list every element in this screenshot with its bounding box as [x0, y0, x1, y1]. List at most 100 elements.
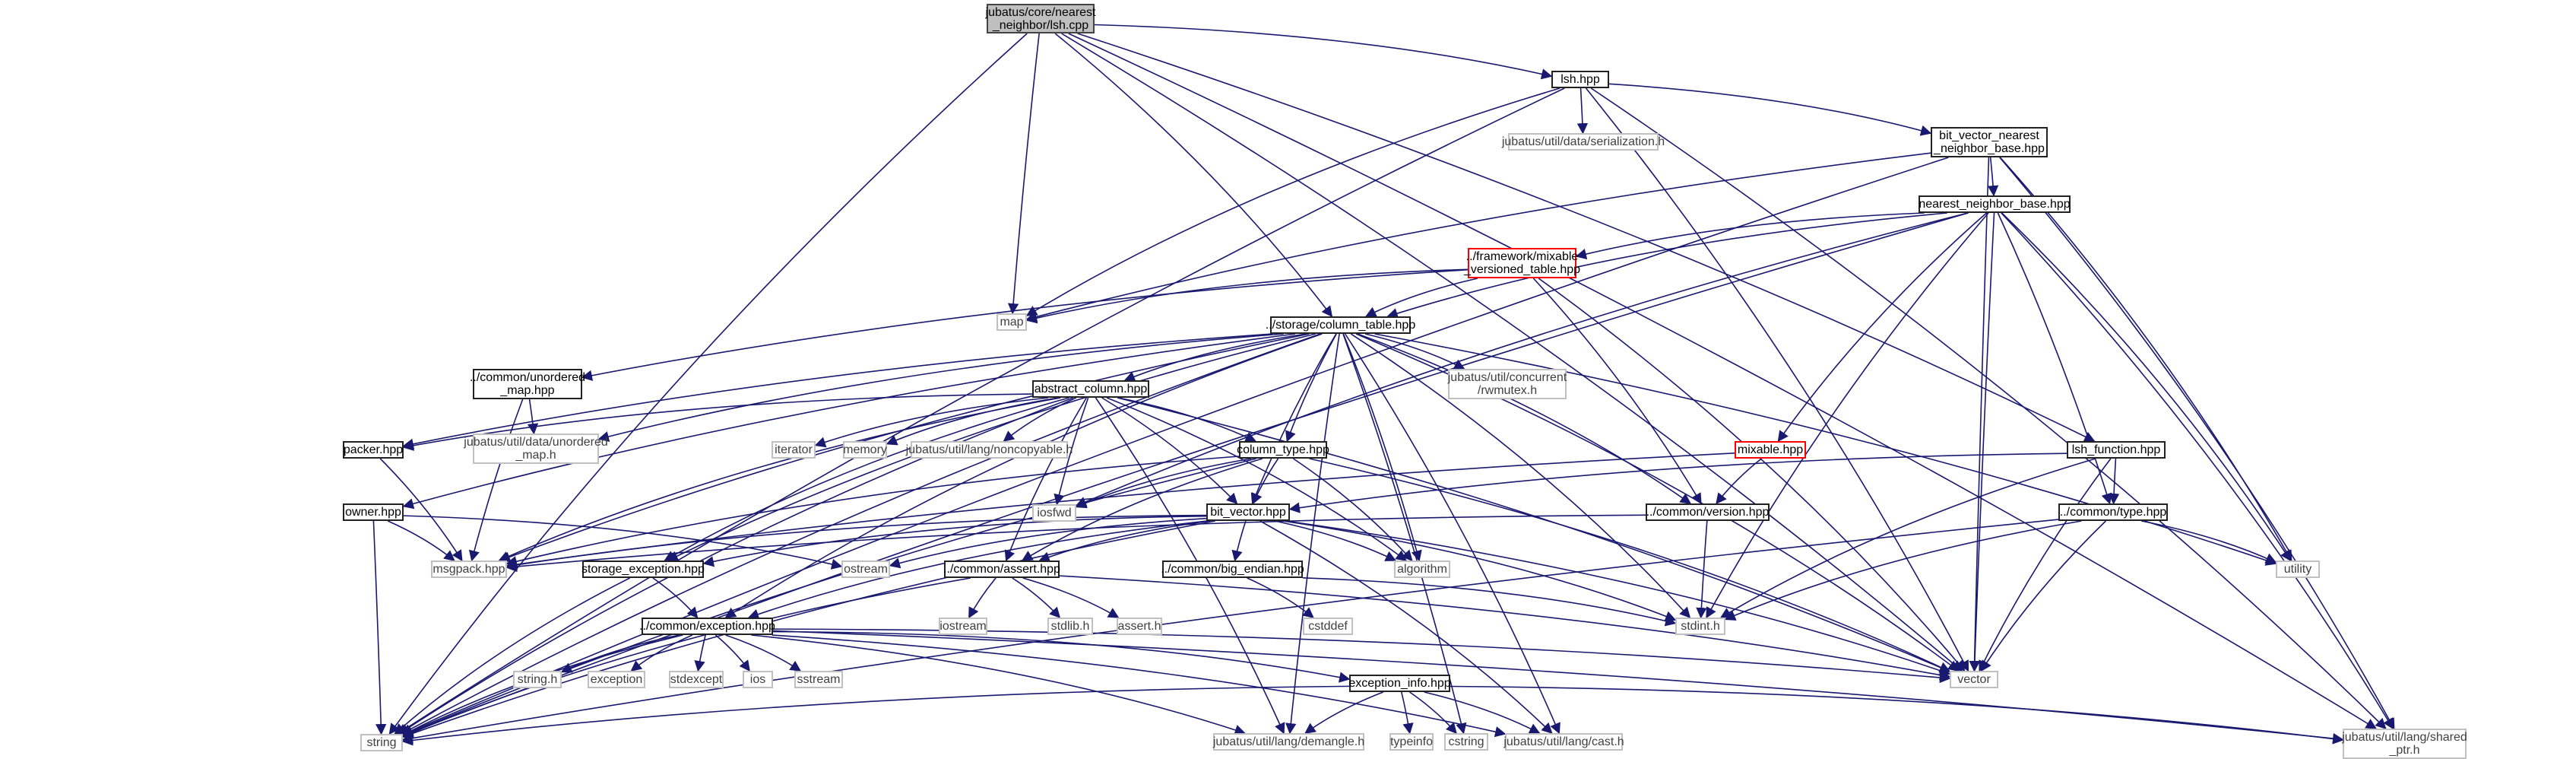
- node-storage-exc[interactable]: storage_exception.hpp: [581, 561, 705, 578]
- node-mixable-vt[interactable]: ../framework/mixable_versioned_table.hpp: [1464, 248, 1580, 278]
- edge-column-table-to-owner: [402, 333, 1296, 510]
- edge-exception-hpp-to-string-h: [560, 634, 680, 673]
- edge-owner-to-msgpack: [387, 520, 455, 561]
- edge-column-table-to-packer: [402, 333, 1273, 449]
- node-label-line: bit_vector_nearest: [1939, 129, 2039, 142]
- node-bitvec-base[interactable]: bit_vector_nearest_neighbor_base.hpp: [1931, 127, 2048, 157]
- node-label-line: storage_exception.hpp: [581, 563, 705, 576]
- node-label-line: ../common/exception.hpp: [639, 620, 775, 633]
- node-label-line: stdint.h: [1681, 620, 1720, 633]
- node-stdexcept: stdexcept: [669, 671, 724, 688]
- node-iterator: iterator: [772, 441, 816, 459]
- edge-nn-base-to-column-table: [1386, 212, 1947, 319]
- edge-column-table-to-storage-exc: [667, 333, 1316, 561]
- node-label-line: ../common/type.hpp: [2059, 506, 2167, 519]
- node-column-table[interactable]: ../storage/column_table.hpp: [1266, 316, 1415, 334]
- edge-bitvec-base-to-vector: [1969, 157, 1990, 672]
- edge-column-table-to-demangle: [1285, 333, 1340, 735]
- node-msgpack: msgpack.hpp: [431, 561, 507, 578]
- node-exception: exception: [588, 671, 645, 688]
- edge-bitvec-base-to-utility: [1999, 157, 2292, 562]
- node-abstract-column[interactable]: abstract_column.hpp: [1032, 380, 1149, 398]
- node-mixable[interactable]: mixable.hpp: [1735, 441, 1806, 459]
- node-string-h: string.h: [513, 671, 562, 688]
- edge-owner-to-string: [372, 520, 387, 735]
- node-root[interactable]: jubatus/core/nearest_neighbor/lsh.cpp: [985, 4, 1096, 33]
- node-label-line: ../common/unordered: [469, 371, 586, 384]
- node-big-endian[interactable]: ../common/big_endian.hpp: [1161, 561, 1304, 578]
- node-lsh-hpp[interactable]: lsh.hpp: [1551, 71, 1609, 88]
- edge-abstract-column-to-iterator: [814, 397, 1048, 448]
- edge-lsh-function-to-common-type: [2108, 458, 2120, 505]
- edge-bit-vector-to-stdint: [1282, 520, 1677, 622]
- node-label-line: jubatus/util/lang/cast.h: [1503, 735, 1624, 748]
- node-label-line: jubatus/util/lang/noncopyable.h: [905, 443, 1073, 456]
- node-label-line: /rwmutex.h: [1477, 384, 1538, 397]
- node-label-line: ../common/version.hpp: [1646, 506, 1770, 519]
- edge-abstract-column-to-string: [398, 397, 1074, 735]
- edge-nn-base-to-stdint: [1706, 212, 1989, 619]
- node-nn-base[interactable]: nearest_neighbor_base.hpp: [1919, 195, 2071, 213]
- edge-root-to-shared-ptr: [1068, 33, 2378, 729]
- node-assert[interactable]: ../common/assert.hpp: [943, 561, 1060, 578]
- node-label-line: abstract_column.hpp: [1034, 383, 1148, 395]
- edge-bit-vector-to-ostream: [889, 517, 1207, 569]
- edge-column-table-to-unordered-map-h: [597, 333, 1284, 443]
- node-serialization: jubatus/util/data/serialization.h: [1502, 133, 1665, 151]
- node-unordered-map-hpp[interactable]: ../common/unordered_map.hpp: [469, 369, 586, 399]
- edge-exception-info-to-string: [401, 685, 1350, 746]
- node-exception-info[interactable]: exception_info.hpp: [1348, 675, 1451, 692]
- node-label-line: typeinfo: [1389, 735, 1434, 748]
- node-exception-hpp[interactable]: ../common/exception.hpp: [639, 618, 775, 635]
- node-version[interactable]: ../common/version.hpp: [1646, 503, 1770, 521]
- edge-exception-hpp-to-sstream: [725, 634, 802, 672]
- edge-bitvec-base-to-nn-base: [1987, 157, 1999, 197]
- node-label-line: lsh_function.hpp: [2071, 443, 2161, 456]
- edge-exception-info-to-typeinfo: [1401, 691, 1414, 735]
- node-noncopyable: jubatus/util/lang/noncopyable.h: [906, 441, 1073, 459]
- edge-packer-to-msgpack: [379, 458, 463, 562]
- node-label-line: ostream: [844, 563, 888, 576]
- node-string: string: [360, 734, 403, 751]
- node-algorithm: algorithm: [1394, 561, 1450, 578]
- node-owner[interactable]: owner.hpp: [343, 503, 404, 521]
- node-cstring: cstring: [1444, 733, 1488, 751]
- edge-column-type-to-assert: [1021, 458, 1263, 561]
- node-assert-h: assert.h: [1117, 618, 1162, 635]
- node-ios: ios: [743, 671, 773, 688]
- node-common-type[interactable]: ../common/type.hpp: [2058, 503, 2168, 521]
- edge-nn-base-to-mixable-vt: [1575, 212, 1925, 260]
- edge-mixable-vt-to-vector: [1538, 278, 1966, 672]
- edge-bit-vector-to-string: [401, 520, 1215, 739]
- node-label-line: jubatus/util/concurrent: [1447, 371, 1567, 384]
- node-label-line: packer.hpp: [343, 443, 404, 456]
- node-label-line: jubatus/core/nearest: [985, 5, 1096, 19]
- edge-bitvec-base-to-map: [1025, 152, 1931, 322]
- edge-bitvec-base-to-string: [401, 157, 1949, 736]
- node-bit-vector[interactable]: bit_vector.hpp: [1206, 503, 1290, 521]
- edge-storage-exc-to-string: [394, 577, 631, 735]
- node-demangle: jubatus/util/lang/demangle.h: [1213, 733, 1364, 751]
- edge-mixable-vt-to-version: [1532, 278, 1702, 505]
- edge-version-to-msgpack: [505, 514, 1646, 573]
- node-column-type[interactable]: column_type.hpp: [1237, 441, 1329, 459]
- edge-abstract-column-to-bit-vector: [1101, 397, 1238, 505]
- edge-column-table-to-version: [1357, 333, 1692, 504]
- edge-common-type-to-utility: [2141, 520, 2277, 564]
- edge-lsh-hpp-to-string: [396, 87, 1565, 735]
- edge-bitvec-base-to-shared-ptr: [1999, 157, 2395, 730]
- edge-exception-info-to-cast: [1424, 691, 1541, 734]
- edge-exception-hpp-to-ios: [714, 634, 750, 672]
- edge-common-type-to-stdint: [1724, 520, 2082, 621]
- edge-version-to-stdint: [1696, 520, 1708, 619]
- node-packer[interactable]: packer.hpp: [343, 441, 404, 459]
- node-label-line: iterator: [775, 443, 813, 456]
- edge-common-type-to-string: [401, 519, 2059, 744]
- node-label-line: owner.hpp: [345, 506, 401, 519]
- node-lsh-function[interactable]: lsh_function.hpp: [2067, 441, 2166, 459]
- edge-exception-info-to-demangle: [1304, 691, 1383, 734]
- edge-abstract-column-to-algorithm: [1106, 397, 1407, 561]
- edge-bit-vector-to-exception-hpp: [747, 520, 1207, 620]
- edge-abstract-column-to-iosfwd: [1054, 397, 1089, 506]
